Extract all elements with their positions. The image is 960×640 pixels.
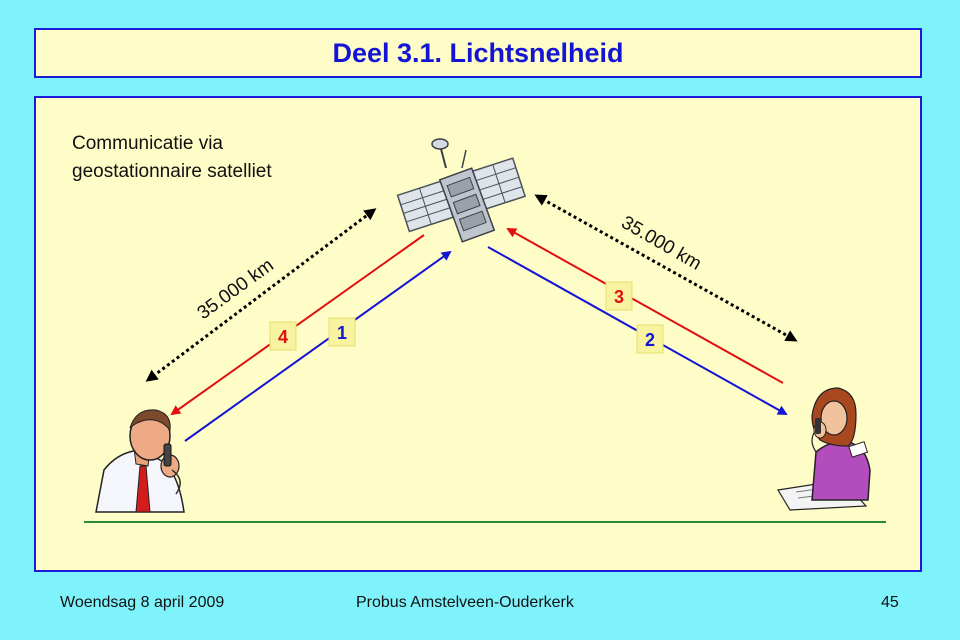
footer-organisation: Probus Amstelveen-Ouderkerk	[356, 594, 574, 611]
footer-date: Woendsag 8 april 2009	[60, 594, 225, 611]
satellite-icon	[396, 138, 527, 243]
signal-label-2: 2	[636, 324, 664, 354]
distance-label-right: 35.000 km	[618, 212, 705, 275]
footer-page-number: 45	[881, 594, 899, 611]
title-bar: Deel 3.1. Lichtsnelheid	[34, 28, 922, 78]
signal-arrow-1	[184, 250, 452, 442]
svg-text:4: 4	[278, 327, 288, 347]
man-on-phone-icon	[95, 409, 185, 513]
page-title: Deel 3.1. Lichtsnelheid	[332, 37, 624, 68]
signal-label-1: 1	[328, 317, 356, 347]
signal-arrow-3	[506, 228, 784, 384]
signal-label-4: 4	[269, 321, 297, 351]
svg-text:1: 1	[337, 323, 347, 343]
woman-on-phone-icon	[777, 387, 871, 511]
signal-arrow-4	[170, 234, 425, 416]
signal-label-3: 3	[605, 281, 633, 311]
caption-line-1: Communicatie via	[72, 133, 223, 154]
distance-arrow-right	[534, 194, 798, 342]
caption-line-2: geostationnaire satelliet	[72, 161, 272, 182]
svg-text:2: 2	[645, 330, 655, 350]
distance-arrow-left	[145, 208, 377, 382]
svg-text:3: 3	[614, 287, 624, 307]
caption: Communicatie via geostationnaire satelli…	[72, 130, 272, 186]
